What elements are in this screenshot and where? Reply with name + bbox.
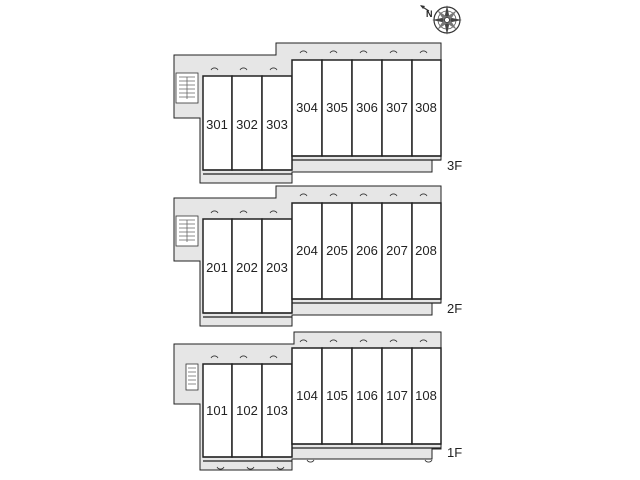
unit-207 xyxy=(381,202,413,300)
stair-icon xyxy=(175,215,199,247)
unit-label: 204 xyxy=(296,243,318,258)
floor-3f: 301 302 303 304 305 306 307 308 3F xyxy=(173,42,462,184)
unit-label: 203 xyxy=(266,260,288,275)
unit-106 xyxy=(351,347,383,445)
unit-label: 101 xyxy=(206,403,228,418)
floor-label: 1F xyxy=(447,445,462,460)
unit-label: 307 xyxy=(386,100,408,115)
unit-102 xyxy=(231,363,263,458)
floor-1f: 101 102 103 104 105 106 107 108 1F xyxy=(173,331,462,471)
unit-label: 103 xyxy=(266,403,288,418)
unit-label: 302 xyxy=(236,117,258,132)
unit-label: 206 xyxy=(356,243,378,258)
unit-203 xyxy=(261,218,293,314)
unit-label: 201 xyxy=(206,260,228,275)
unit-103 xyxy=(261,363,293,458)
unit-308 xyxy=(411,59,442,157)
unit-label: 102 xyxy=(236,403,258,418)
unit-label: 304 xyxy=(296,100,318,115)
unit-204 xyxy=(291,202,323,300)
unit-label: 301 xyxy=(206,117,228,132)
floor-2f: 201 202 203 204 205 206 207 208 2F xyxy=(173,185,462,327)
unit-label: 108 xyxy=(415,388,437,403)
compass-rose-icon: N xyxy=(420,5,462,35)
unit-label: 106 xyxy=(356,388,378,403)
unit-104 xyxy=(291,347,323,445)
floor-label: 3F xyxy=(447,158,462,173)
unit-305 xyxy=(321,59,353,157)
stair-icon xyxy=(175,72,199,104)
floor-label: 2F xyxy=(447,301,462,316)
unit-label: 303 xyxy=(266,117,288,132)
unit-label: 208 xyxy=(415,243,437,258)
stair-icon xyxy=(185,363,199,391)
unit-label: 308 xyxy=(415,100,437,115)
unit-label: 202 xyxy=(236,260,258,275)
unit-label: 207 xyxy=(386,243,408,258)
unit-202 xyxy=(231,218,263,314)
unit-label: 205 xyxy=(326,243,348,258)
unit-label: 104 xyxy=(296,388,318,403)
unit-label: 306 xyxy=(356,100,378,115)
unit-302 xyxy=(231,75,263,171)
unit-208 xyxy=(411,202,442,300)
compass-north-label: N xyxy=(426,9,433,19)
unit-label: 107 xyxy=(386,388,408,403)
unit-label: 105 xyxy=(326,388,348,403)
unit-label: 305 xyxy=(326,100,348,115)
unit-101 xyxy=(202,363,233,458)
unit-105 xyxy=(321,347,353,445)
